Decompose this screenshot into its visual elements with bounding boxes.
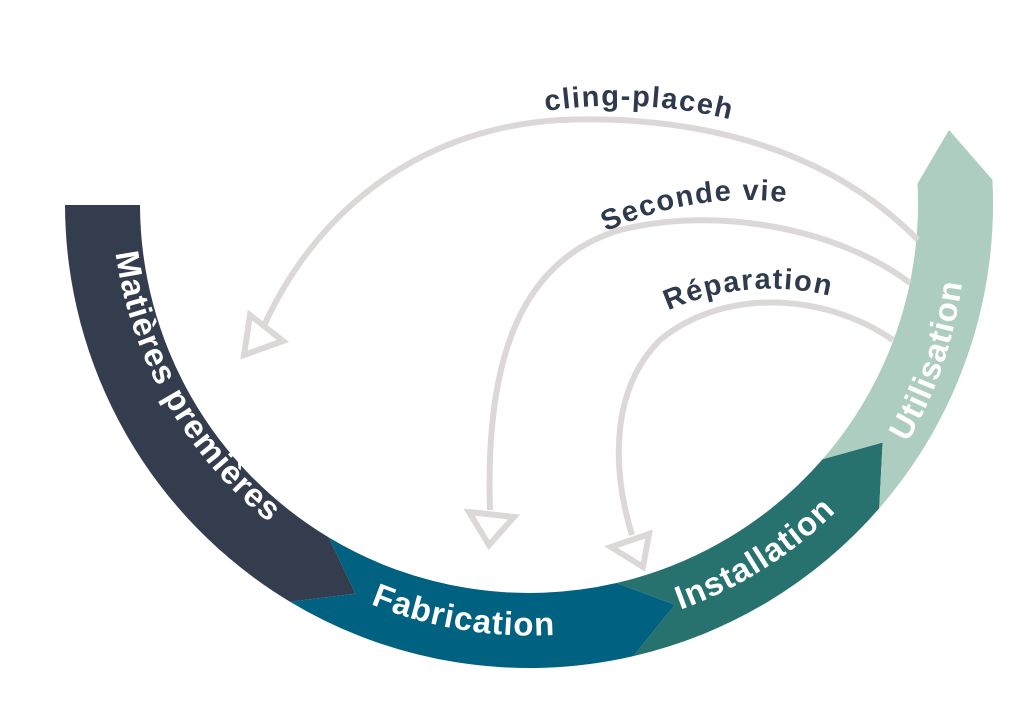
arrowhead-seconde-vie-icon — [463, 508, 521, 551]
band-segments — [65, 129, 994, 668]
arrowhead-reparation-icon — [604, 529, 653, 572]
label-recyclage: Recycling-placeholder — [0, 0, 737, 127]
loop-arrows — [240, 116, 921, 572]
arrowhead-recyclage-icon — [240, 309, 290, 360]
segment-installation[interactable] — [616, 442, 883, 657]
segment-utilisation[interactable] — [822, 129, 994, 509]
segment-fabrication[interactable] — [290, 537, 675, 668]
arrow-recyclage — [259, 116, 921, 332]
arrow-reparation — [615, 299, 895, 536]
arrow-seconde-vie — [486, 217, 912, 511]
label-seconde-vie: Seconde vie — [596, 175, 789, 238]
segment-matieres-premieres[interactable] — [65, 205, 356, 602]
